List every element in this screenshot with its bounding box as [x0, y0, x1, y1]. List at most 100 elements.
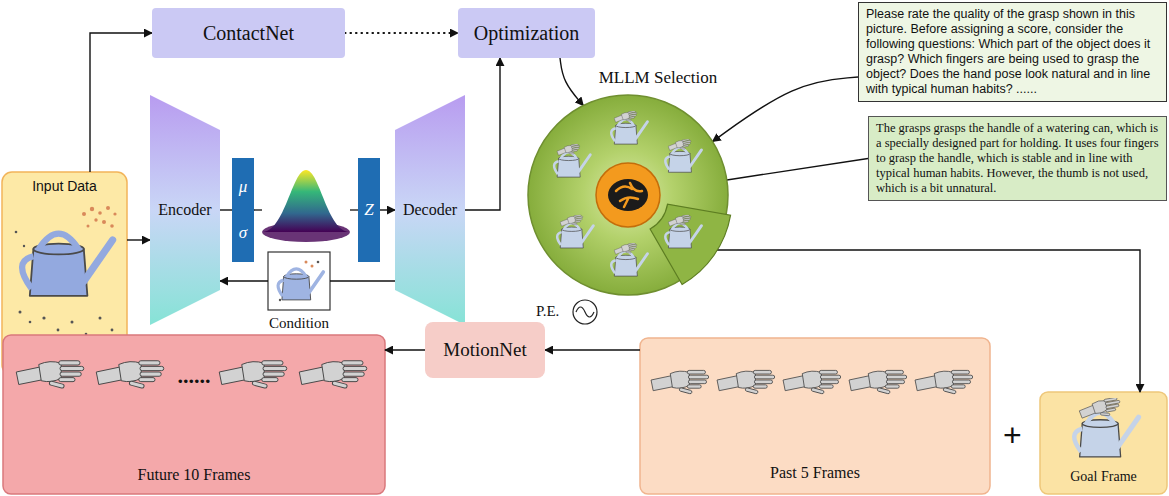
encoder-trapezoid: Encoder [150, 95, 220, 325]
circle-shape [305, 261, 308, 264]
node-text: ContactNet [203, 21, 294, 45]
rect-shape [640, 338, 990, 494]
circle-shape [57, 329, 60, 332]
connector-arrow [713, 77, 858, 142]
circle-shape [71, 321, 74, 324]
circle-shape [19, 311, 22, 314]
circle-shape [317, 261, 320, 264]
mllm-wheel: MLLM Selection [528, 67, 728, 295]
connector-arrow [345, 32, 458, 34]
encoding-label: P.E. [536, 303, 559, 320]
goal-frame-figure [1040, 392, 1167, 494]
use-shape [1074, 397, 1138, 457]
latent-bar: μσ [232, 158, 254, 262]
connector-arrow [90, 33, 152, 172]
gaussian-surface [254, 170, 358, 242]
node-text: The grasps grasps the handle of a wateri… [876, 121, 1159, 196]
use-shape [611, 110, 647, 144]
g-shape [82, 206, 117, 228]
connector-arrow [220, 209, 232, 210]
node-text: Condition [269, 314, 329, 332]
node-text: Input Data [32, 178, 97, 195]
node-text: ...... [178, 363, 211, 389]
use-shape [16, 361, 84, 389]
circle-shape [42, 316, 45, 319]
node-text: μ [239, 177, 248, 197]
node-text: Optimization [474, 21, 580, 45]
use-shape [278, 269, 323, 300]
wheel-figure [528, 95, 731, 295]
use-shape [915, 370, 973, 394]
node-subtext: σ [239, 223, 247, 243]
circle-shape [99, 317, 102, 320]
future-frames-box: ...... Future 10 Frames [3, 335, 385, 494]
node-text: Decoder [403, 200, 457, 219]
node-text: Encoder [158, 200, 211, 219]
use-shape [611, 242, 647, 276]
goal-frame-box: Goal Frame [1040, 392, 1167, 494]
ellipse-shape [608, 179, 648, 211]
use-shape [665, 214, 701, 248]
use-shape [554, 143, 590, 177]
circle-shape [82, 212, 86, 216]
circle-shape [573, 300, 597, 324]
line-shape [254, 209, 262, 210]
node-text: Past 5 Frames [770, 463, 860, 482]
circle-shape [110, 224, 114, 228]
polygon-shape [150, 95, 220, 325]
connector-arrow [127, 239, 150, 240]
use-shape [717, 370, 775, 394]
connector-arrow [712, 250, 1140, 392]
use-shape [783, 370, 841, 394]
plus-sign: + [1003, 418, 1022, 453]
circle-shape [106, 206, 110, 210]
decoder-trapezoid: Decoder [395, 95, 465, 325]
node-text: Please rate the quality of the grasp sho… [866, 7, 1159, 97]
circle-shape [98, 211, 102, 215]
path-shape [262, 170, 350, 232]
connector-arrow [220, 280, 268, 281]
past-frames-figure [640, 338, 990, 494]
connector-arrow [560, 58, 583, 106]
node-subtext: Future 10 Frames [138, 465, 251, 484]
connector-arrow [727, 159, 868, 180]
connector-arrow [380, 209, 395, 210]
wheel-outline [528, 95, 728, 295]
past-frames-box: Past 5 Frames [640, 338, 990, 494]
prompt-box: Please rate the quality of the grasp sho… [858, 2, 1167, 102]
rect-shape [3, 335, 385, 494]
circle-shape [87, 225, 90, 228]
condition-box: Condition [259, 252, 339, 332]
circle-shape [113, 212, 116, 215]
circle-shape [15, 231, 18, 234]
circle-shape [279, 299, 281, 301]
label-slot: + [1003, 418, 1022, 453]
module-box: Optimization [458, 8, 595, 58]
rect-shape [1040, 392, 1167, 494]
node-text: MLLM Selection [599, 67, 718, 89]
path-shape [576, 307, 594, 317]
connector-arrow [385, 349, 425, 350]
circle-shape [94, 218, 97, 221]
polygon-shape [395, 95, 465, 325]
node-text: MotionNet [443, 339, 526, 362]
use-shape [849, 370, 907, 394]
response-box: The grasps grasps the handle of a wateri… [868, 116, 1167, 201]
latent-bar: Z [358, 158, 380, 262]
node-text: Z [364, 200, 373, 220]
condition-image [268, 252, 330, 310]
motion-net-box: MotionNet [425, 322, 545, 378]
circle-shape [23, 245, 25, 247]
positional-encoding-symbol [573, 300, 597, 324]
use-shape [557, 214, 593, 248]
circle-shape [90, 207, 94, 211]
rect-shape [268, 252, 330, 310]
use-shape [651, 370, 709, 394]
input-data-box: Input Data [2, 172, 127, 375]
use-shape [665, 138, 701, 172]
circle-shape [29, 321, 32, 324]
use-shape [22, 234, 112, 296]
module-box: ContactNet [152, 8, 345, 58]
